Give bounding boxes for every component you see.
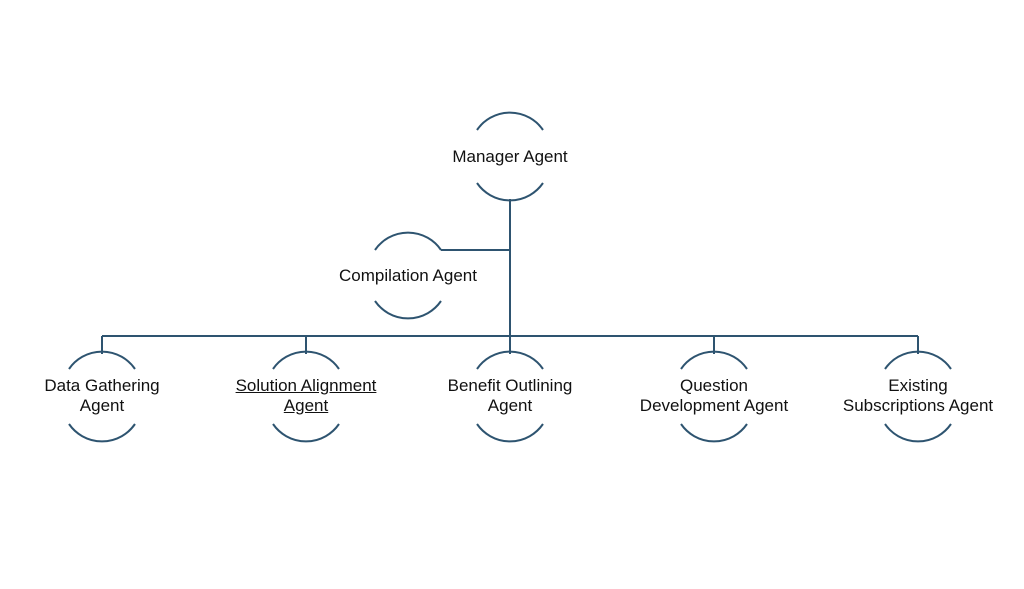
worker-label-line1: Existing [888,376,948,395]
worker-4-top-arc [680,350,748,370]
worker-label-line2: Agent [487,396,533,415]
worker-label-line1: Benefit Outlining [447,376,573,395]
worker-node-question-development: Question Development Agent [619,376,809,416]
worker-3-top-arc [476,350,544,370]
worker-label-line1: Solution Alignment [235,376,377,395]
worker-label-line1: Question [679,376,749,395]
worker-node-data-gathering: Data Gathering Agent [7,376,197,416]
worker-5-bottom-arc [884,423,952,443]
worker-1-top-arc [68,350,136,370]
compilation-node-bottom-arc [374,300,442,320]
worker-node-existing-subscriptions: Existing Subscriptions Agent [823,376,1013,416]
compilation-node-top-arc [374,231,442,251]
worker-2-bottom-arc [272,423,340,443]
worker-label-line2: Development Agent [639,396,789,415]
worker-label-line2: Subscriptions Agent [842,396,994,415]
worker-label-line2: Agent [283,396,329,415]
worker-3-bottom-arc [476,423,544,443]
compilation-agent-label: Compilation Agent [339,266,477,285]
worker-node-benefit-outlining: Benefit Outlining Agent [415,376,605,416]
manager-agent-label: Manager Agent [452,147,568,166]
manager-node-bottom-arc [476,182,544,202]
worker-label-line2: Agent [79,396,125,415]
worker-2-top-arc [272,350,340,370]
worker-5-top-arc [884,350,952,370]
worker-1-bottom-arc [68,423,136,443]
worker-label-line1: Data Gathering [44,376,160,395]
worker-4-bottom-arc [680,423,748,443]
worker-node-solution-alignment: Solution Alignment Agent [211,376,401,416]
manager-node-top-arc [476,111,544,131]
